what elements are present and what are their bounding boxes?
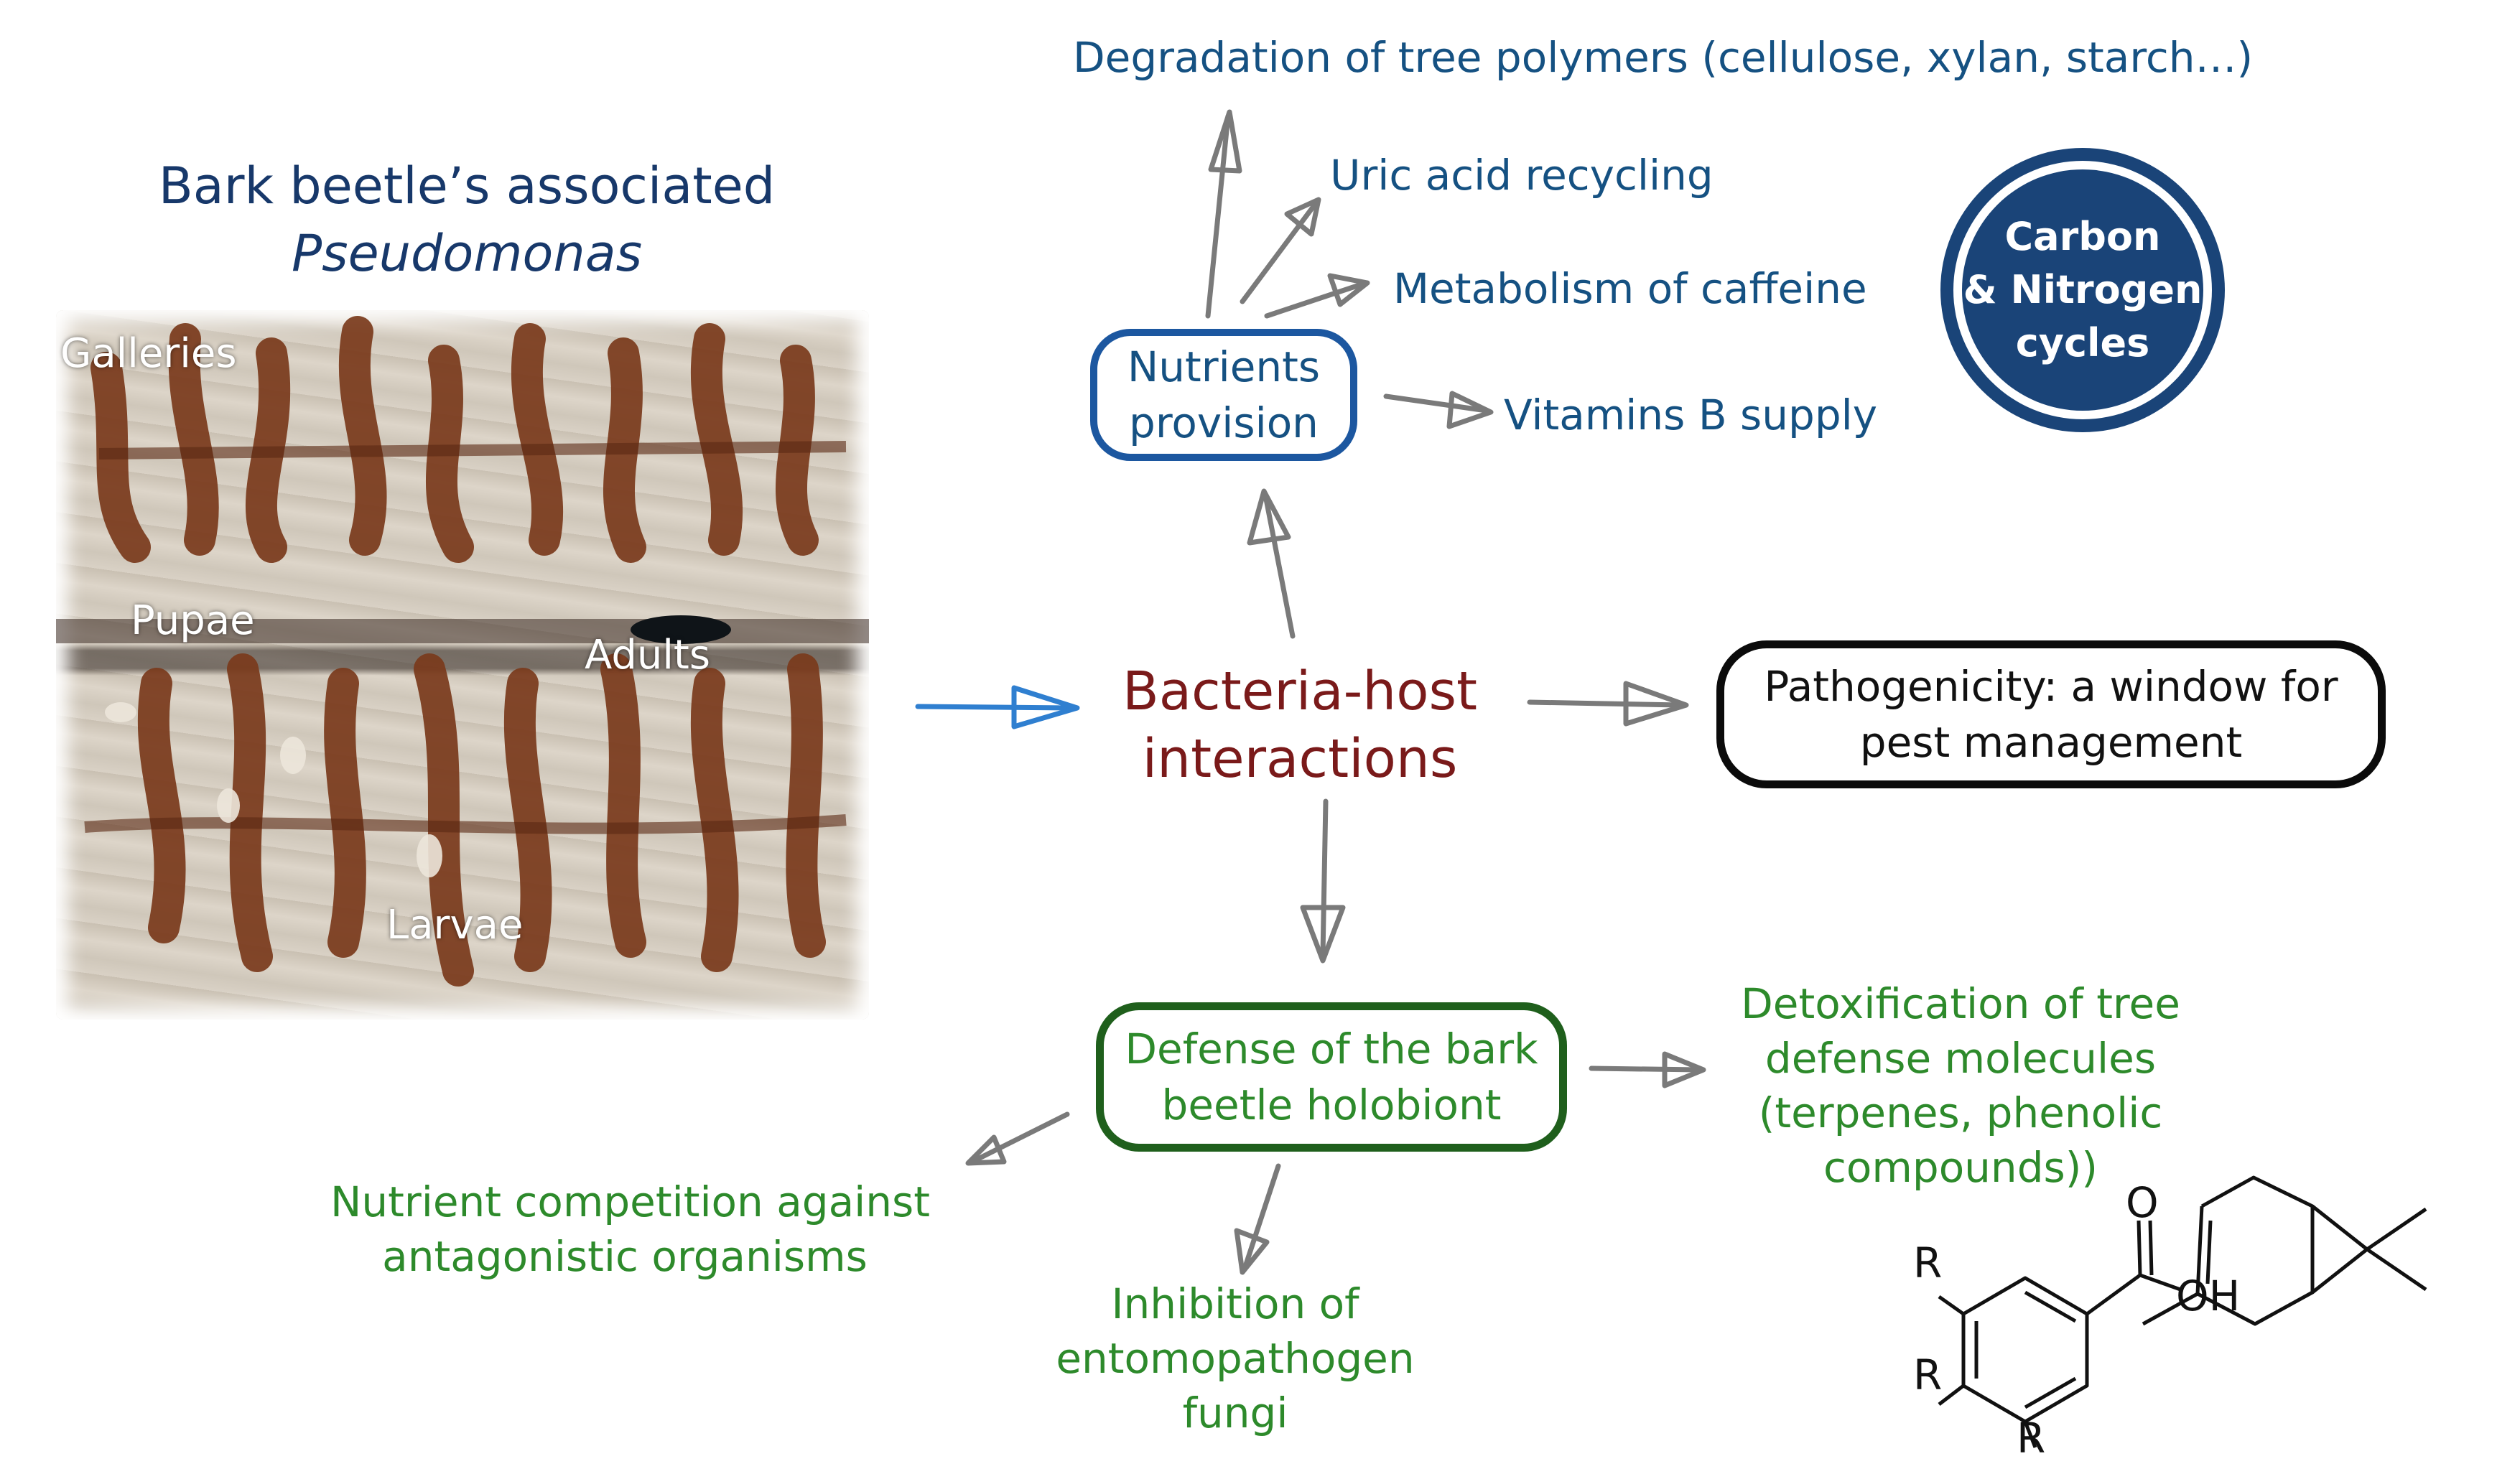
arrow-head-pathogenicity bbox=[1623, 681, 1689, 727]
pathogenicity-box: Pathogenicity: a window for pest managem… bbox=[1716, 640, 2386, 788]
arrow-head-uric bbox=[1284, 197, 1321, 237]
arrow-head-degradation bbox=[1208, 109, 1242, 174]
cycles-line2: & Nitrogen bbox=[1963, 267, 2203, 312]
inhibition-line3: fungi bbox=[1182, 1389, 1288, 1437]
arrow-to-caffeine bbox=[1264, 281, 1364, 319]
atom-r1: R bbox=[1913, 1239, 1943, 1287]
item-degradation: Degradation of tree polymers (cellulose,… bbox=[1073, 33, 2254, 82]
inhibition-line1: Inhibition of bbox=[1111, 1279, 1359, 1328]
nutrients-line2: provision bbox=[1129, 398, 1319, 447]
item-caffeine: Metabolism of caffeine bbox=[1393, 264, 1867, 313]
arrow-to-uric bbox=[1240, 202, 1317, 304]
label-larvae: Larvae bbox=[386, 902, 524, 948]
beetle-adult bbox=[631, 615, 731, 644]
arrow-photo-to-central bbox=[915, 704, 1073, 711]
detox-line1: Detoxification of tree bbox=[1741, 979, 2180, 1028]
arrow-to-competition bbox=[970, 1111, 1070, 1165]
central-line1: Bacteria-host bbox=[1122, 661, 1478, 722]
nutrients-line1: Nutrients bbox=[1127, 342, 1321, 391]
bark-gallery-photo: Galleries Pupae Adults Larvae bbox=[56, 310, 869, 1020]
label-pupae: Pupae bbox=[131, 597, 255, 644]
pathogenicity-line2: pest management bbox=[1859, 718, 2243, 767]
photo-title-line1: Bark beetle’s associated bbox=[158, 157, 776, 215]
arrow-to-degradation bbox=[1205, 113, 1231, 319]
defense-line2: beetle holobiont bbox=[1161, 1081, 1502, 1129]
atom-oh: OH bbox=[2176, 1272, 2241, 1320]
photo-title-line2: Pseudomonas bbox=[291, 224, 643, 283]
arrow-head-nutrients bbox=[1247, 488, 1291, 546]
competition-line1: Nutrient competition against bbox=[330, 1177, 930, 1226]
gallery-tunnels bbox=[56, 316, 869, 987]
item-vitamins: Vitamins B supply bbox=[1504, 391, 1878, 439]
carene-structure bbox=[2142, 1175, 2427, 1326]
arrow-head-photo bbox=[1011, 685, 1080, 729]
atom-o: O bbox=[2126, 1178, 2159, 1227]
item-uric: Uric acid recycling bbox=[1330, 151, 1714, 200]
detox-text: Detoxification of tree defense molecules… bbox=[1724, 976, 2198, 1195]
arrow-head-competition bbox=[965, 1134, 1007, 1166]
inhibition-line2: entomopathogen bbox=[1056, 1334, 1415, 1383]
central-node: Bacteria-host interactions bbox=[1092, 658, 1508, 793]
arrow-head-vitamins bbox=[1446, 391, 1494, 429]
arrow-to-vitamins bbox=[1383, 393, 1489, 414]
competition-line2: antagonistic organisms bbox=[382, 1232, 868, 1281]
atom-r3: R bbox=[2017, 1414, 2046, 1463]
arrow-head-inhibition bbox=[1234, 1228, 1270, 1275]
defense-line1: Defense of the bark bbox=[1125, 1025, 1538, 1073]
detox-line4: compounds)) bbox=[1823, 1143, 2098, 1192]
arrow-to-inhibition bbox=[1242, 1163, 1281, 1269]
central-line2: interactions bbox=[1142, 728, 1458, 790]
defense-box: Defense of the bark beetle holobiont bbox=[1096, 1002, 1567, 1152]
arrow-to-detox bbox=[1589, 1065, 1702, 1073]
pathogenicity-line1: Pathogenicity: a window for bbox=[1764, 662, 2338, 711]
cycles-line3: cycles bbox=[2015, 320, 2150, 365]
photo-title: Bark beetle’s associated Pseudomonas bbox=[72, 152, 862, 287]
competition-text: Nutrient competition against antagonisti… bbox=[330, 1175, 930, 1284]
label-galleries: Galleries bbox=[60, 330, 237, 377]
arrow-to-nutrients bbox=[1263, 493, 1296, 639]
detox-line3: (terpenes, phenolic bbox=[1758, 1088, 2163, 1137]
label-adults: Adults bbox=[585, 632, 711, 678]
arrow-head-detox bbox=[1662, 1051, 1706, 1088]
inhibition-text: Inhibition of entomopathogen fungi bbox=[1034, 1277, 1436, 1440]
atom-r2: R bbox=[1913, 1351, 1943, 1399]
cycles-line1: Carbon bbox=[2004, 214, 2161, 259]
nutrients-box: Nutrients provision bbox=[1090, 329, 1357, 461]
detox-line2: defense molecules bbox=[1765, 1034, 2157, 1083]
arrow-to-pathogenicity bbox=[1527, 699, 1683, 708]
phenolic-acid-structure bbox=[1938, 1220, 2181, 1448]
cycles-badge: Carbon & Nitrogen cycles bbox=[1940, 148, 2225, 432]
arrow-to-defense bbox=[1320, 798, 1329, 958]
arrow-head-defense bbox=[1300, 905, 1346, 964]
arrow-head-caffeine bbox=[1327, 273, 1370, 307]
